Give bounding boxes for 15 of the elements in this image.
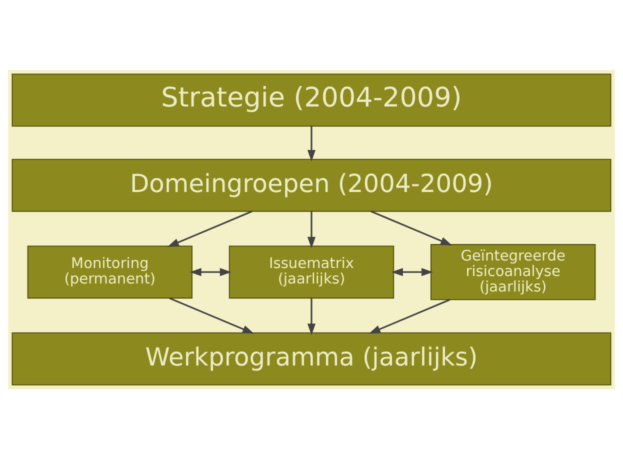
node-box: Werkprogramma (jaarlijks)	[12, 332, 612, 386]
arrow	[370, 210, 452, 246]
arrow	[307, 211, 316, 249]
node-box: Geïntegreerde risicoanalyse (jaarlijks)	[430, 244, 596, 300]
node-box: Issuematrix (jaarlijks)	[228, 246, 394, 299]
arrow	[391, 268, 434, 276]
arrow	[307, 298, 316, 336]
arrow	[307, 126, 316, 162]
node-box: Monitoring (permanent)	[27, 246, 193, 299]
arrow	[167, 210, 252, 247]
node-box: Strategie (2004-2009)	[12, 74, 612, 127]
arrow	[190, 268, 232, 276]
node-box: Domeingroepen (2004-2009)	[12, 158, 612, 212]
arrow	[168, 297, 254, 334]
arrow	[368, 298, 450, 334]
